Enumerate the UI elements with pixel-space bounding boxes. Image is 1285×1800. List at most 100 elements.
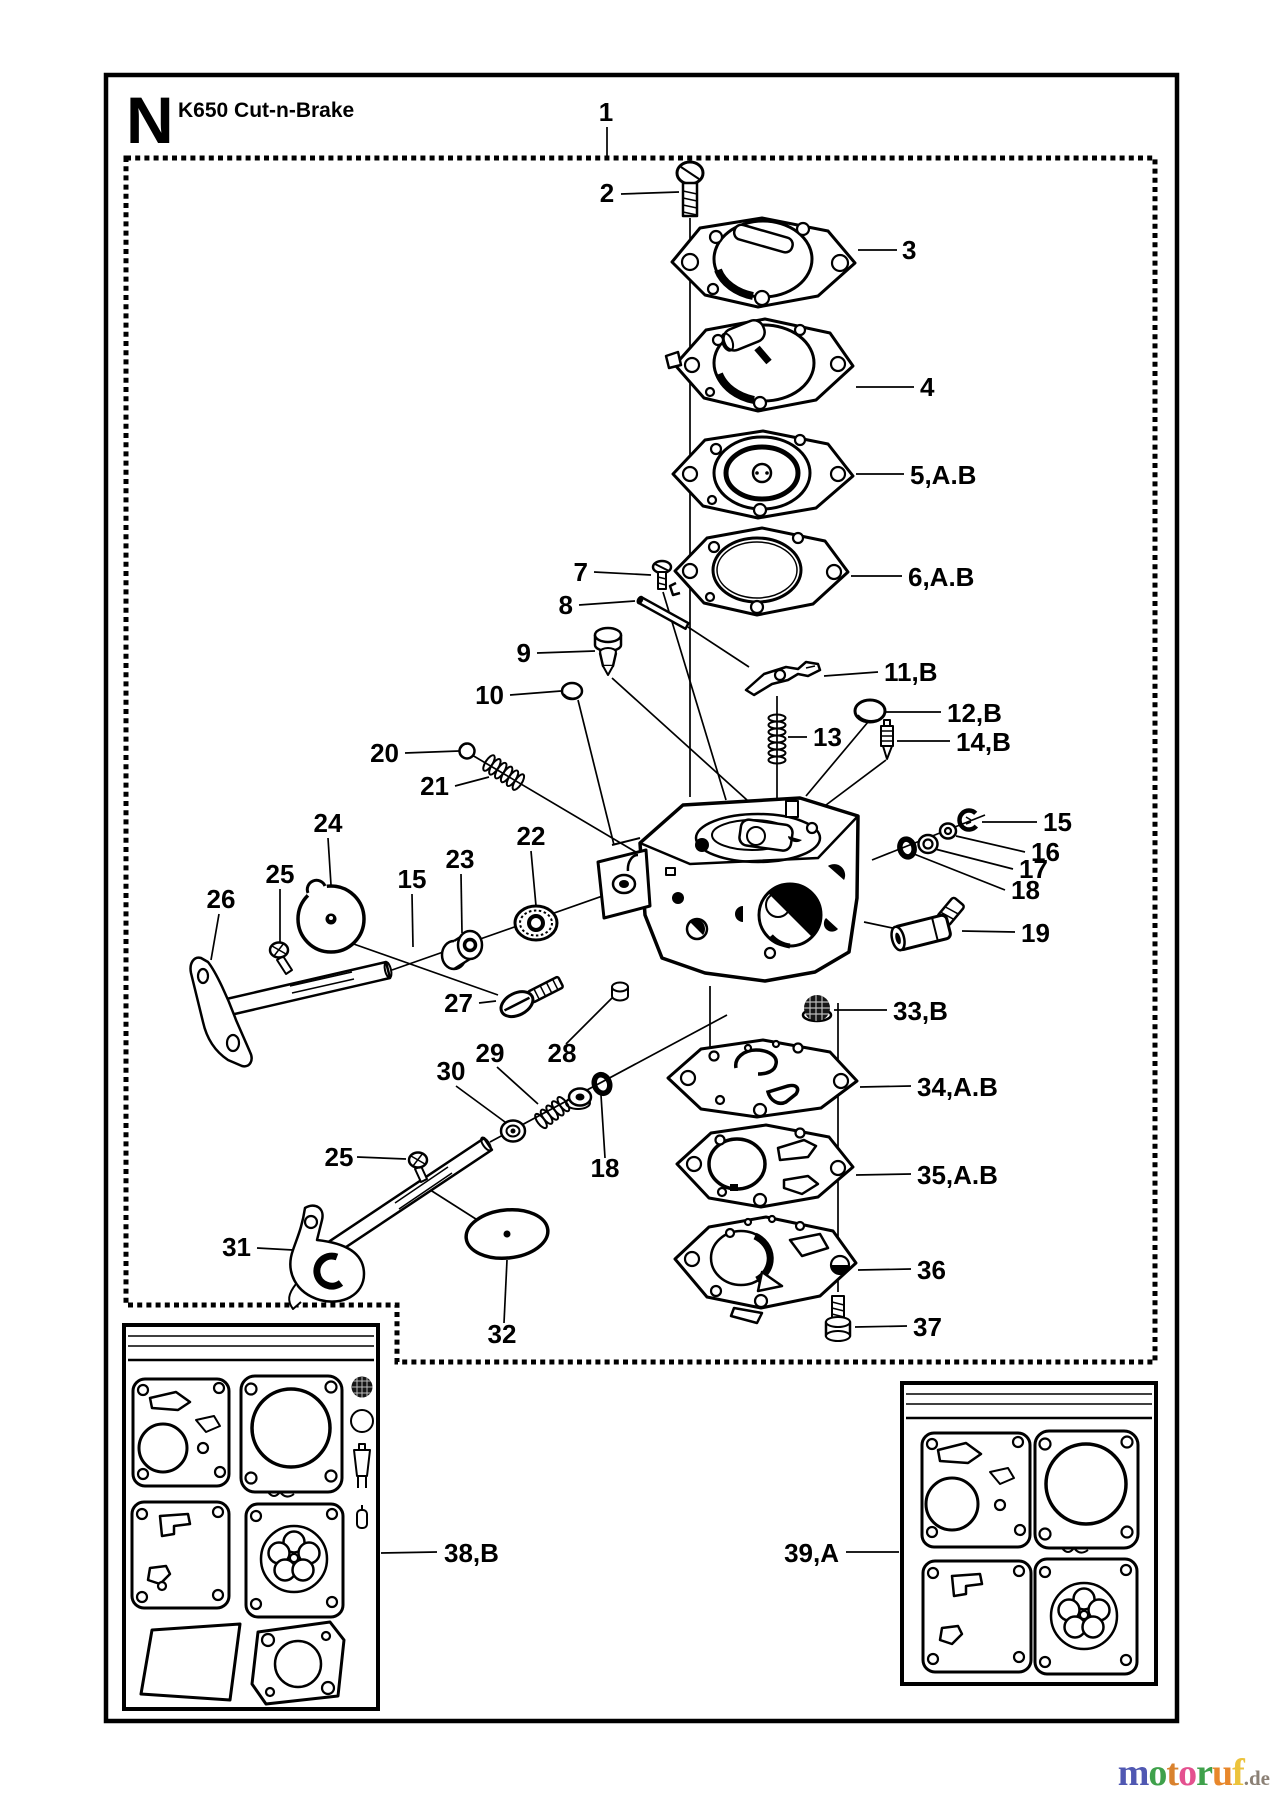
callout-4: 4: [920, 372, 935, 402]
callout-26: 26: [207, 884, 236, 914]
callout-33: 33,B: [893, 996, 948, 1026]
diagram-dotted-border: [123, 155, 1158, 1365]
part-13-spring: [767, 713, 787, 765]
callout-27: 27: [444, 988, 473, 1018]
callout-1: 1: [599, 97, 613, 127]
part-19-fuel-elbow: [890, 896, 965, 952]
part-21-spring: [482, 754, 526, 791]
part-3-pump-cover: [670, 216, 857, 309]
part-23-bushing: [440, 929, 484, 971]
callout-22: 22: [517, 821, 546, 851]
page-title: K650 Cut-n-Brake: [178, 99, 354, 122]
callout-14: 14,B: [956, 727, 1011, 757]
callout-8: 8: [559, 590, 573, 620]
callout-25-a: 25: [266, 859, 295, 889]
callout-12: 12,B: [947, 698, 1002, 728]
gasket-kit-38: [122, 1323, 380, 1711]
part-2-screw: [675, 160, 705, 218]
part-29-spring: [534, 1096, 571, 1130]
callout-31: 31: [222, 1232, 251, 1262]
logo-letter: o: [1178, 1752, 1197, 1794]
site-logo: motoruf.de: [1060, 1752, 1270, 1799]
callout-11: 11,B: [884, 657, 938, 687]
callout-5: 5,A.B: [910, 460, 976, 490]
logo-letter: u: [1211, 1752, 1233, 1794]
callout-20: 20: [370, 738, 399, 768]
part-18-oring-right: [897, 836, 917, 860]
spring-seat: [565, 1087, 593, 1110]
part-8-pin: [636, 595, 690, 631]
part-33-filter-screen: [801, 995, 833, 1023]
part-25-screw-choke: [407, 1151, 429, 1183]
logo-letter: r: [1196, 1752, 1213, 1794]
callout-labels: 1 2 3 4 5,A.B 6,A.B 7 8 9 10 11,B 12,B 1…: [207, 97, 1072, 1568]
gasket-kit-39: [900, 1381, 1158, 1686]
part-30-grommet: [499, 1119, 527, 1143]
callout-3: 3: [902, 235, 916, 265]
callout-32: 32: [488, 1319, 517, 1349]
callout-7: 7: [574, 557, 588, 587]
callout-6: 6,A.B: [908, 562, 974, 592]
leader-lines: [210, 127, 1037, 1554]
part-28-plug: [611, 981, 629, 1002]
part-15-eclip-right: [957, 808, 979, 832]
part-17-washer: [917, 833, 939, 855]
callout-36: 36: [917, 1255, 946, 1285]
carburetor-body: [596, 796, 860, 983]
callout-38: 38,B: [444, 1538, 499, 1568]
part-24-throttle-plate: [296, 877, 366, 954]
callout-24: 24: [314, 808, 343, 838]
part-12-disc: [853, 698, 887, 724]
header: N K650 Cut-n-Brake: [126, 83, 354, 157]
callout-25-b: 25: [325, 1142, 354, 1172]
logo-letter: t: [1166, 1752, 1179, 1794]
callout-28: 28: [548, 1038, 577, 1068]
logo-suffix: .de: [1243, 1766, 1270, 1790]
part-37-screw: [824, 1295, 852, 1342]
section-letter: N: [126, 83, 174, 157]
callout-21: 21: [420, 771, 449, 801]
part-9-valve: [593, 626, 623, 676]
callout-2: 2: [600, 178, 614, 208]
callout-18-right: 18: [1011, 875, 1040, 905]
part-36-pump-plate: [673, 1214, 858, 1325]
callout-10: 10: [475, 680, 504, 710]
part-22-knurled-nut: [513, 904, 559, 942]
part-26-throttle-lever: [189, 956, 393, 1068]
part-20-ball: [458, 742, 476, 760]
callout-19: 19: [1021, 918, 1050, 948]
logo-letter: m: [1117, 1752, 1150, 1794]
part-6-gasket: [668, 526, 850, 617]
part-16-washer: [938, 822, 958, 840]
callout-18-bottom: 18: [591, 1153, 620, 1183]
part-4-cover-with-nipple: [664, 317, 855, 413]
part-7-screw: [651, 559, 673, 590]
callout-30: 30: [437, 1056, 466, 1086]
callout-35: 35,A.B: [917, 1160, 998, 1190]
callout-15-left: 15: [398, 864, 427, 894]
part-27-screw: [499, 975, 564, 1019]
part-32-choke-plate: [464, 1207, 550, 1261]
part-25-screw-throttle: [268, 941, 293, 975]
callout-13: 13: [813, 722, 842, 752]
part-18-oring-bottom: [591, 1071, 613, 1097]
callout-39: 39,A: [784, 1538, 839, 1568]
part-5-diaphragm: [671, 429, 855, 520]
logo-letter: o: [1148, 1752, 1167, 1794]
part-14-needle: [880, 719, 894, 760]
callout-37: 37: [913, 1312, 942, 1342]
part-11-metering-lever: [744, 660, 822, 697]
callout-17: 17: [1019, 854, 1048, 884]
part-35-gasket: [675, 1123, 855, 1209]
callout-16: 16: [1031, 837, 1060, 867]
logo-word: motoruf: [1117, 1752, 1245, 1794]
callout-34: 34,A.B: [917, 1072, 998, 1102]
callout-15-right: 15: [1043, 807, 1072, 837]
callout-9: 9: [517, 638, 531, 668]
callout-29: 29: [476, 1038, 505, 1068]
part-31-choke-lever: [288, 1136, 494, 1310]
logo-letter: f: [1232, 1752, 1245, 1794]
part-34-diaphragm: [666, 1038, 859, 1119]
